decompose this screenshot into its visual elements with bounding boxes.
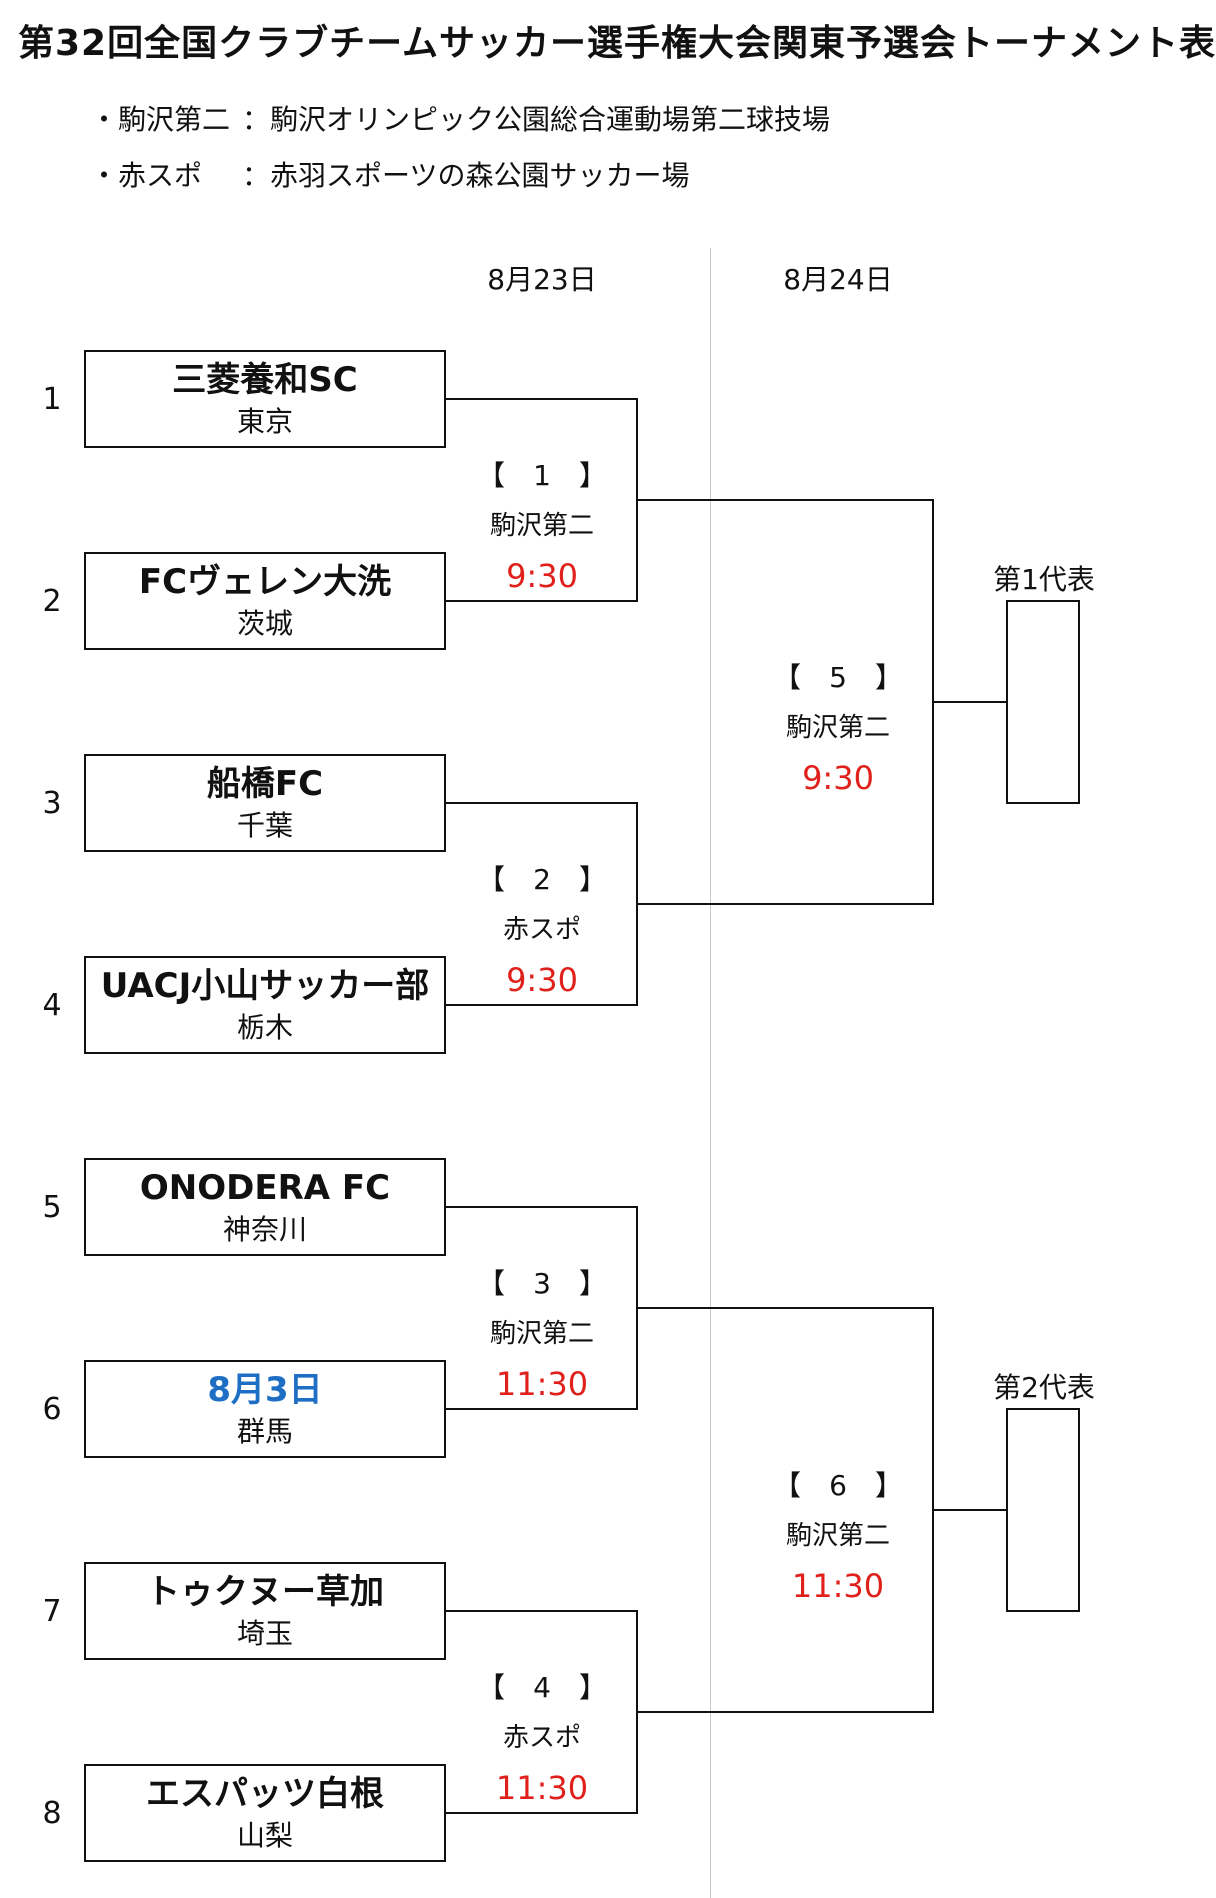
venue-note-value: ：赤羽スポーツの森公園サッカー場 bbox=[242, 159, 690, 192]
seed-number: 5 bbox=[42, 1190, 62, 1225]
bracket-line bbox=[636, 499, 934, 501]
match-time: 9:30 bbox=[506, 961, 578, 999]
bracket-line bbox=[446, 1206, 638, 1208]
team-box: FCヴェレン大洗 茨城 bbox=[84, 552, 446, 650]
team-prefecture: 茨城 bbox=[236, 607, 293, 640]
venue-note-akaspo: ・赤スポ ：赤羽スポーツの森公園サッカー場 bbox=[90, 154, 689, 194]
team-box: ONODERA FC 神奈川 bbox=[84, 1158, 446, 1256]
seed-number: 1 bbox=[42, 382, 62, 417]
bracket-line bbox=[636, 1307, 934, 1309]
match-venue: 赤スポ bbox=[502, 915, 581, 945]
seed-number: 6 bbox=[42, 1392, 62, 1427]
day-divider bbox=[710, 248, 711, 1898]
team-prefecture: 山梨 bbox=[236, 1819, 293, 1852]
match-time: 9:30 bbox=[802, 759, 874, 797]
match-venue: 駒沢第二 bbox=[785, 713, 890, 743]
team-box: 三菱養和SC 東京 bbox=[84, 350, 446, 448]
team-prefecture: 神奈川 bbox=[222, 1213, 307, 1246]
team-name: ONODERA FC bbox=[139, 1168, 391, 1208]
round2-date: 8月24日 bbox=[783, 263, 893, 296]
team-name: 8月3日 bbox=[207, 1370, 323, 1410]
bracket-line bbox=[446, 802, 638, 804]
seed-number: 3 bbox=[42, 786, 62, 821]
bracket-line bbox=[636, 903, 934, 905]
match-time: 11:30 bbox=[495, 1769, 589, 1807]
match-time: 11:30 bbox=[791, 1567, 885, 1605]
team-box: エスパッツ白根 山梨 bbox=[84, 1764, 446, 1862]
team-name: エスパッツ白根 bbox=[146, 1774, 384, 1814]
match-number: 【 3 】 bbox=[477, 1267, 607, 1300]
match-venue: 赤スポ bbox=[502, 1723, 581, 1753]
team-prefecture: 東京 bbox=[236, 405, 293, 438]
team-name: 船橋FC bbox=[206, 764, 324, 804]
match-number: 【 2 】 bbox=[477, 863, 607, 896]
match-venue: 駒沢第二 bbox=[489, 1319, 594, 1349]
match-time: 9:30 bbox=[506, 557, 578, 595]
team-prefecture: 群馬 bbox=[236, 1415, 293, 1448]
match-venue: 駒沢第二 bbox=[785, 1521, 890, 1551]
match-info: 【 6 】 駒沢第二 11:30 bbox=[728, 1468, 948, 1606]
team-box: UACJ小山サッカー部 栃木 bbox=[84, 956, 446, 1054]
venue-note-label: ・赤スポ bbox=[90, 159, 203, 192]
bracket-line bbox=[446, 1408, 638, 1410]
team-box: 船橋FC 千葉 bbox=[84, 754, 446, 852]
match-number: 【 1 】 bbox=[477, 459, 607, 492]
bracket-line bbox=[932, 701, 1008, 703]
seed-number: 4 bbox=[42, 988, 62, 1023]
bracket-line bbox=[932, 1509, 1008, 1511]
venue-note-value: ：駒沢オリンピック公園総合運動場第二球技場 bbox=[242, 103, 831, 136]
team-name: FCヴェレン大洗 bbox=[138, 562, 392, 602]
bracket-line bbox=[446, 398, 638, 400]
team-prefecture: 栃木 bbox=[236, 1011, 293, 1044]
seed-number: 8 bbox=[42, 1796, 62, 1831]
team-box: トゥクヌー草加 埼玉 bbox=[84, 1562, 446, 1660]
team-name: 三菱養和SC bbox=[172, 360, 358, 400]
bracket-line bbox=[446, 1004, 638, 1006]
bracket-line bbox=[446, 1610, 638, 1612]
seed-number: 2 bbox=[42, 584, 62, 619]
representative-box bbox=[1006, 600, 1080, 804]
venue-note-label: ・駒沢第二 bbox=[90, 103, 231, 136]
seed-number: 7 bbox=[42, 1594, 62, 1629]
team-box: 8月3日 群馬 bbox=[84, 1360, 446, 1458]
match-number: 【 5 】 bbox=[773, 661, 903, 694]
match-number: 【 6 】 bbox=[773, 1469, 903, 1502]
bracket-line bbox=[446, 600, 638, 602]
team-prefecture: 千葉 bbox=[236, 809, 293, 842]
match-info: 【 1 】 駒沢第二 9:30 bbox=[432, 458, 652, 596]
venue-note-komazawa: ・駒沢第二 ：駒沢オリンピック公園総合運動場第二球技場 bbox=[90, 98, 830, 138]
team-prefecture: 埼玉 bbox=[236, 1617, 293, 1650]
match-venue: 駒沢第二 bbox=[489, 511, 594, 541]
match-number: 【 4 】 bbox=[477, 1671, 607, 1704]
representative-label: 第1代表 bbox=[993, 563, 1095, 596]
representative-box bbox=[1006, 1408, 1080, 1612]
team-name: トゥクヌー草加 bbox=[146, 1572, 384, 1612]
page-title: 第32回全国クラブチームサッカー選手権大会関東予選会トーナメント表 bbox=[18, 23, 1216, 64]
round1-date: 8月23日 bbox=[487, 263, 597, 296]
bracket-line bbox=[636, 1711, 934, 1713]
bracket-line bbox=[446, 1812, 638, 1814]
team-name: UACJ小山サッカー部 bbox=[100, 966, 430, 1006]
match-info: 【 5 】 駒沢第二 9:30 bbox=[728, 660, 948, 798]
match-info: 【 3 】 駒沢第二 11:30 bbox=[432, 1266, 652, 1404]
match-time: 11:30 bbox=[495, 1365, 589, 1403]
representative-label: 第2代表 bbox=[993, 1371, 1095, 1404]
match-info: 【 2 】 赤スポ 9:30 bbox=[432, 862, 652, 1000]
match-info: 【 4 】 赤スポ 11:30 bbox=[432, 1670, 652, 1808]
